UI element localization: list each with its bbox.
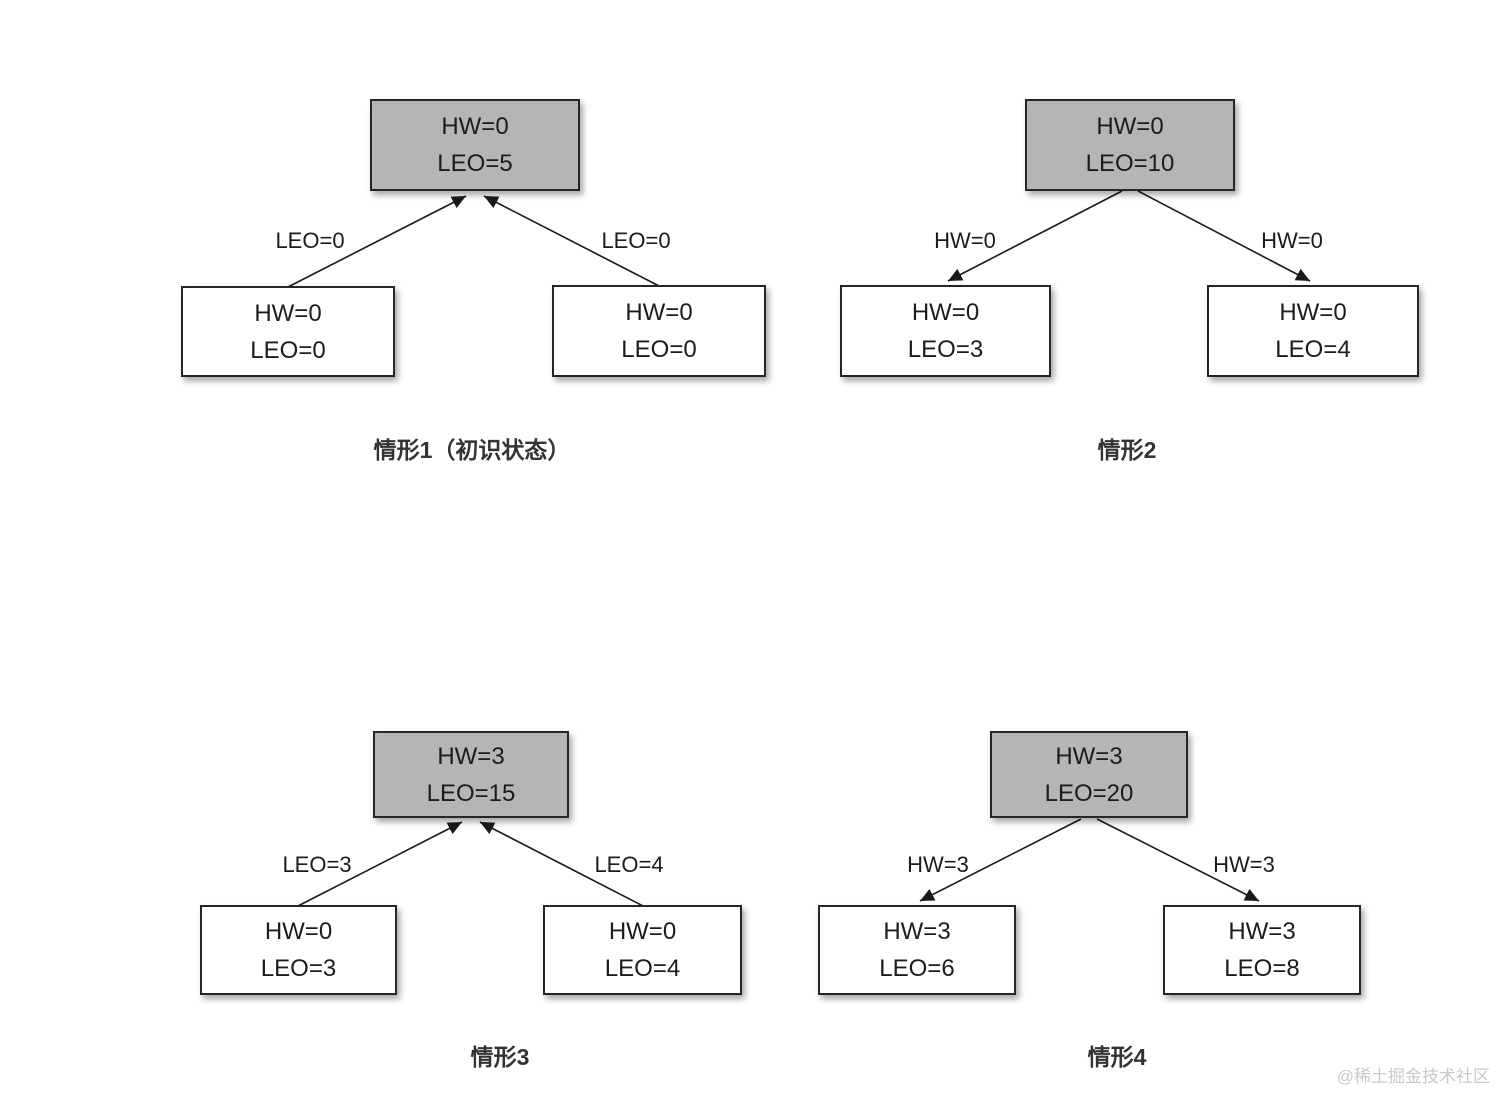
leader-node: HW=3 LEO=20	[990, 731, 1188, 818]
follower-leo-value: LEO=3	[907, 336, 984, 363]
edge-label-right: LEO=0	[601, 228, 671, 253]
follower-leo-value: LEO=0	[250, 336, 326, 364]
follower-node-right: HW=3 LEO=8	[1163, 905, 1361, 995]
follower-hw-value: HW=0	[625, 299, 693, 326]
arrow-s1-left-up	[287, 195, 467, 288]
diagram-caption: 情形4	[1087, 1044, 1147, 1070]
arrow-s4-right-down	[1096, 818, 1260, 902]
diagram-caption: 情形1（初识状态）	[373, 437, 571, 463]
follower-leo-value: LEO=4	[604, 955, 681, 982]
edge-label-right: HW=3	[1213, 852, 1275, 877]
leader-node: HW=0 LEO=10	[1025, 99, 1235, 191]
follower-leo-value: LEO=3	[260, 955, 337, 982]
arrow-s2-left-down	[947, 190, 1123, 282]
follower-node-right: HW=0 LEO=4	[1207, 285, 1419, 377]
follower-hw-value: HW=3	[1228, 918, 1296, 945]
arrow-s3-right-up	[479, 821, 644, 907]
arrow-s1-right-up	[483, 195, 660, 287]
edge-label-right: HW=0	[1261, 228, 1323, 253]
follower-hw-value: HW=0	[911, 299, 980, 326]
follower-node-left: HW=0 LEO=3	[200, 905, 397, 995]
follower-hw-value: HW=3	[883, 918, 951, 945]
arrow-s4-left-down	[919, 818, 1082, 902]
follower-leo-value: LEO=0	[621, 336, 697, 363]
leader-leo-value: LEO=15	[426, 779, 516, 807]
follower-node-right: HW=0 LEO=4	[543, 905, 742, 995]
arrow-s2-right-down	[1137, 190, 1311, 282]
leader-hw-value: HW=0	[1096, 113, 1164, 140]
leader-leo-value: LEO=10	[1085, 150, 1175, 177]
follower-hw-value: HW=0	[254, 299, 322, 327]
edge-label-left: HW=3	[907, 852, 969, 877]
follower-leo-value: LEO=6	[879, 955, 955, 982]
follower-node-right: HW=0 LEO=0	[552, 285, 766, 377]
edge-label-left: LEO=3	[282, 852, 352, 877]
follower-node-left: HW=0 LEO=3	[840, 285, 1051, 377]
edge-label-right: LEO=4	[594, 852, 664, 877]
arrow-s3-left-up	[297, 821, 463, 907]
follower-hw-value: HW=0	[1279, 299, 1347, 326]
leader-hw-value: HW=0	[441, 113, 509, 140]
leader-leo-value: LEO=5	[437, 150, 513, 177]
follower-hw-value: HW=0	[608, 918, 677, 945]
edge-label-left: HW=0	[934, 228, 996, 253]
follower-node-left: HW=3 LEO=6	[818, 905, 1016, 995]
follower-node-left: HW=0 LEO=0	[181, 286, 395, 377]
edge-label-left: LEO=0	[275, 228, 345, 253]
leader-hw-value: HW=3	[1055, 742, 1123, 770]
diagram-caption: 情形2	[1097, 437, 1157, 463]
leader-leo-value: LEO=20	[1044, 779, 1134, 807]
diagram-caption: 情形3	[470, 1044, 530, 1070]
watermark: @稀土掘金技术社区	[1336, 1067, 1490, 1086]
leader-hw-value: HW=3	[437, 742, 505, 770]
follower-leo-value: LEO=8	[1224, 955, 1300, 982]
follower-leo-value: LEO=4	[1275, 336, 1351, 363]
follower-hw-value: HW=0	[264, 918, 333, 945]
leader-node: HW=3 LEO=15	[373, 731, 569, 818]
leader-node: HW=0 LEO=5	[370, 99, 580, 191]
